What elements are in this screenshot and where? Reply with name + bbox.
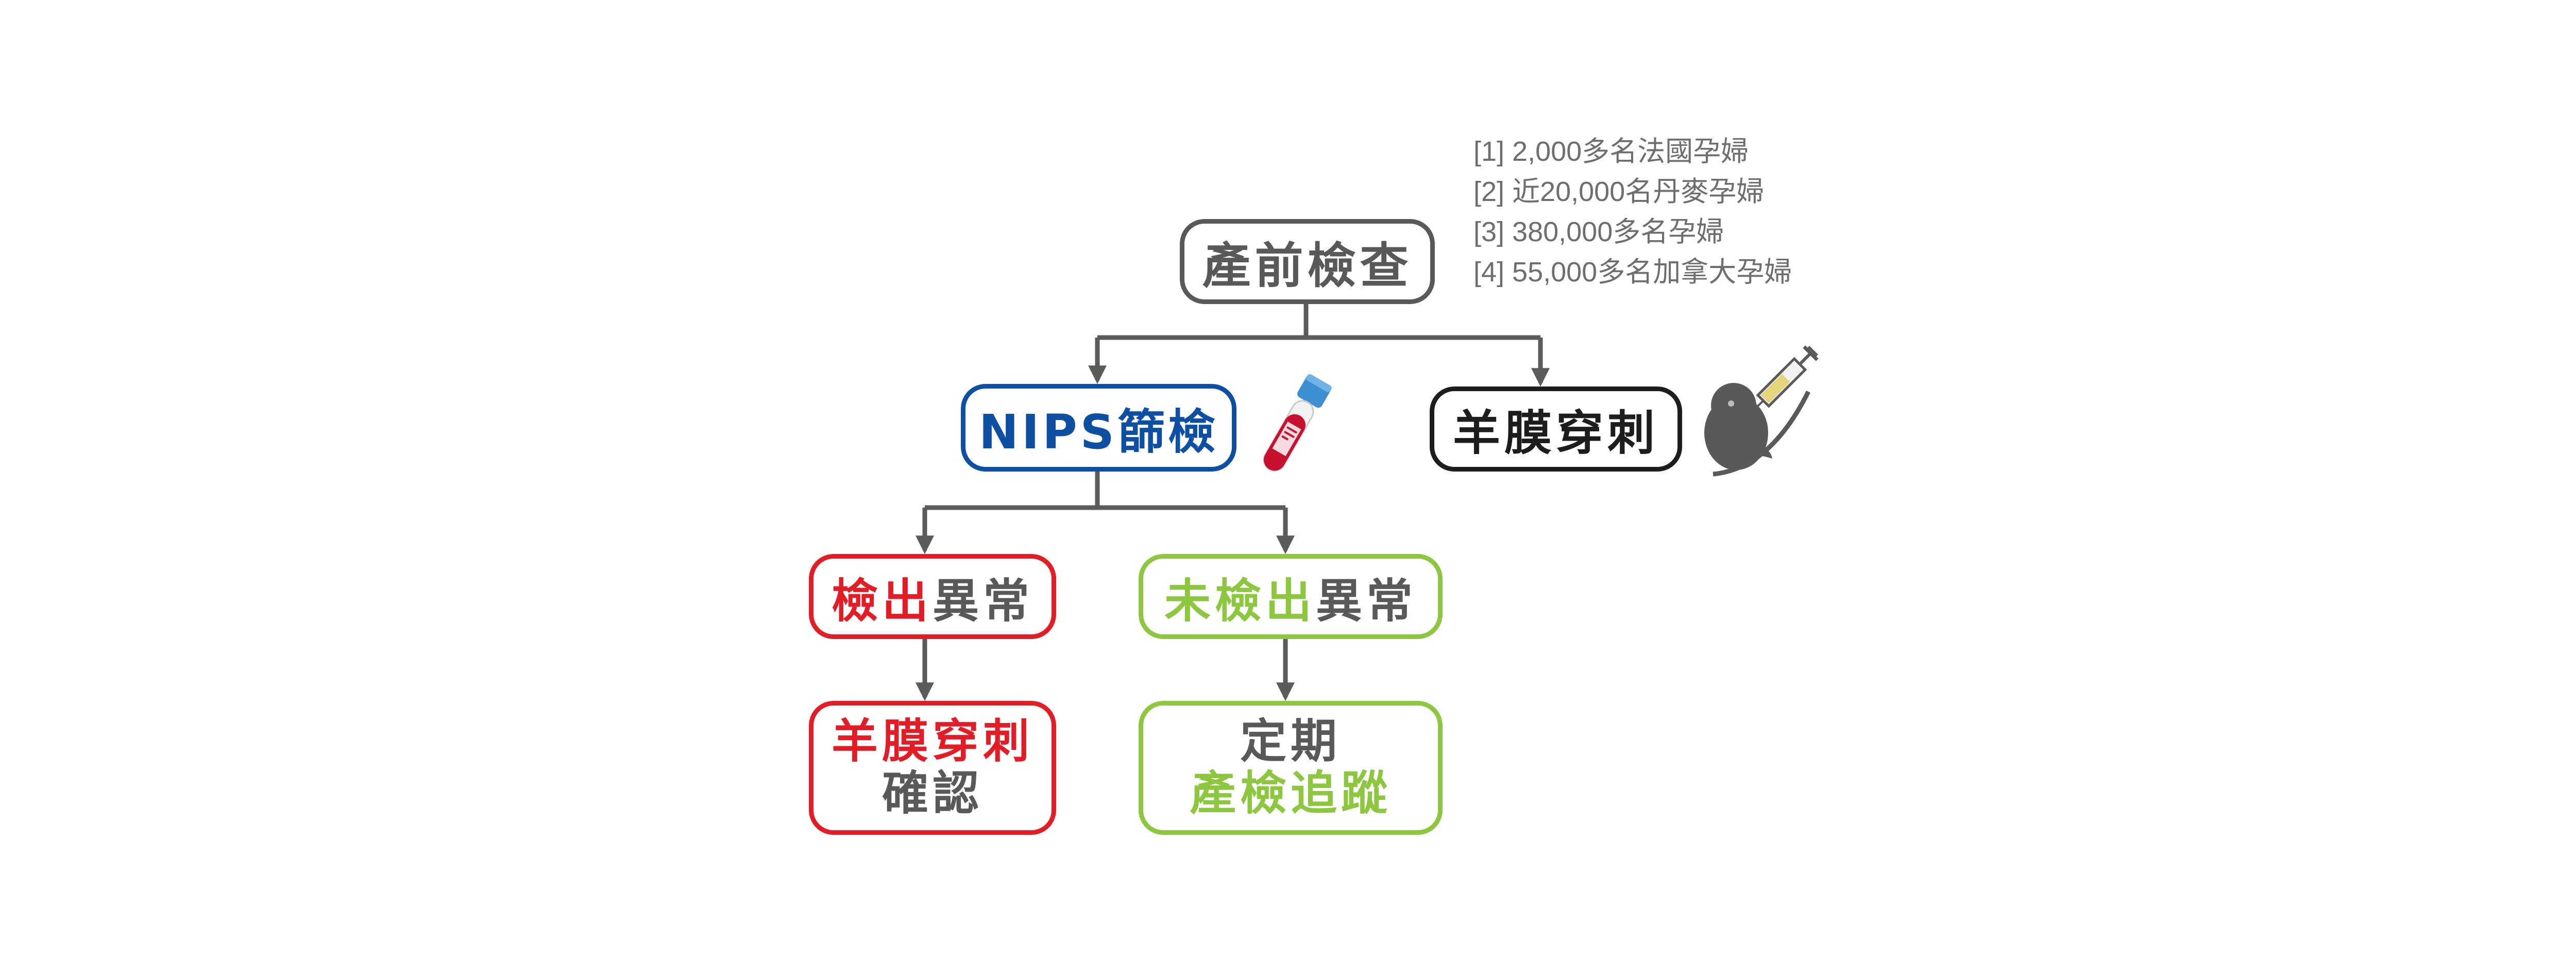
reference-item: [1] 2,000多名法國孕婦 — [1473, 136, 1749, 167]
reference-item: [2] 近20,000名丹麥孕婦 — [1473, 176, 1765, 207]
node-no-abnormal-part2: 異常 — [1316, 574, 1417, 628]
node-followup-line1: 定期 — [1240, 714, 1341, 769]
node-amniocentesis-confirm: 羊膜穿刺 確認 — [809, 701, 1056, 835]
node-abnormal-detected-part2: 異常 — [933, 574, 1033, 628]
node-amniocentesis: 羊膜穿刺 — [1430, 387, 1682, 472]
node-confirm-line1: 羊膜穿刺 — [832, 714, 1033, 769]
reference-item: [3] 380,000多名孕婦 — [1473, 216, 1724, 247]
node-prenatal-exam: 產前檢查 — [1180, 219, 1435, 304]
node-confirm-line2: 確認 — [882, 766, 983, 820]
connector-prenatal-split — [1097, 304, 1540, 340]
reference-list: [1] 2,000多名法國孕婦 [2] 近20,000名丹麥孕婦 [3] 380… — [1473, 131, 1792, 292]
connector-nips-split — [925, 472, 1285, 510]
reference-item: [4] 55,000多名加拿大孕婦 — [1473, 257, 1792, 288]
node-amniocentesis-label: 羊膜穿刺 — [1452, 406, 1659, 461]
node-abnormal-detected: 檢出異常 — [809, 554, 1056, 639]
node-no-abnormal-detected: 未檢出異常 — [1139, 554, 1443, 639]
node-followup-line2: 產檢追蹤 — [1190, 766, 1392, 820]
node-regular-followup: 定期 產檢追蹤 — [1139, 701, 1443, 835]
node-nips-screening: NIPS篩檢 — [961, 384, 1236, 472]
node-no-abnormal-part1: 未檢出 — [1164, 574, 1316, 628]
node-abnormal-detected-part1: 檢出 — [832, 574, 933, 628]
node-nips-screening-label: NIPS篩檢 — [979, 404, 1218, 460]
fetus-syringe-icon — [1704, 345, 1819, 477]
blood-test-tube-icon — [1263, 374, 1332, 472]
node-prenatal-exam-label: 產前檢查 — [1202, 238, 1413, 294]
